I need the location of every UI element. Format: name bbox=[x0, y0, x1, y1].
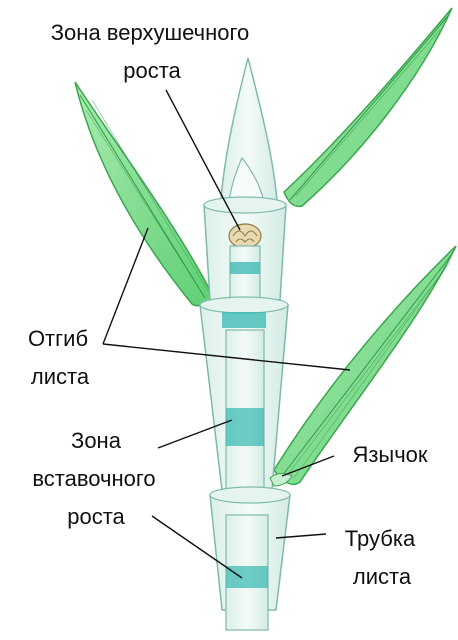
left-leaf-blade bbox=[74, 81, 215, 307]
middle-stem bbox=[225, 329, 265, 506]
label-intercalary-zone-line2: вставочного bbox=[32, 466, 155, 491]
apical-sheath bbox=[219, 57, 279, 219]
label-intercalary-zone-line3: роста bbox=[67, 504, 125, 529]
pointer-lines bbox=[102, 89, 351, 579]
label-apical-zone-line1: Зона верхушечного bbox=[51, 20, 249, 45]
ligule-shape bbox=[269, 472, 293, 487]
label-apical-zone-line2: роста bbox=[123, 58, 181, 83]
pointer-apical-zone bbox=[165, 89, 241, 231]
lower-stem bbox=[225, 514, 269, 631]
pointer-leaf-tube bbox=[275, 533, 327, 539]
pointer-leaf-bend-right bbox=[102, 343, 351, 371]
upper-stem bbox=[229, 245, 261, 307]
right-lower-leaf-blade bbox=[273, 245, 457, 486]
apical-bud bbox=[228, 223, 262, 249]
label-leaf-bend-line1: Отгиб bbox=[28, 326, 88, 351]
label-leaf-bend-line2: листа bbox=[31, 364, 90, 389]
label-ligule: Язычок bbox=[352, 442, 427, 467]
pointer-intercalary-lower bbox=[151, 515, 243, 579]
right-upper-leaf-blade bbox=[283, 7, 453, 208]
pointer-intercalary-upper bbox=[157, 419, 233, 449]
pointer-leaf-bend-left bbox=[102, 227, 149, 345]
label-leaf-tube-line2: листа bbox=[353, 564, 412, 589]
pointer-ligule bbox=[281, 455, 335, 477]
label-intercalary-zone-line1: Зона bbox=[71, 428, 122, 453]
label-leaf-tube-line1: Трубка bbox=[345, 526, 416, 551]
